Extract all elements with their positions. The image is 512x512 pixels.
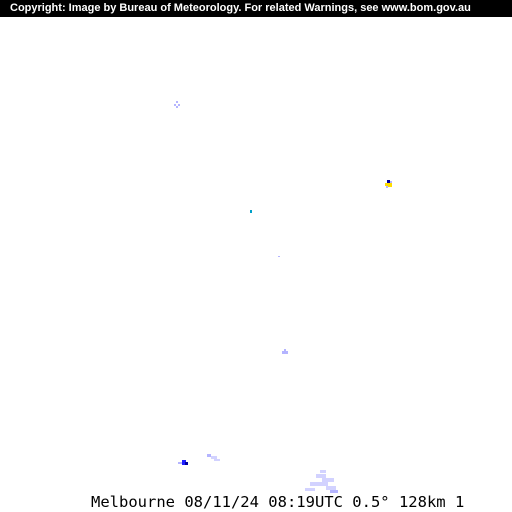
radar-echo-cluster-south xyxy=(207,454,220,461)
radar-echo-cluster-south-central xyxy=(282,349,288,354)
radar-echo-faint-center xyxy=(278,256,280,257)
radar-echo-cluster-southeast xyxy=(305,470,338,493)
radar-echo-cluster-northwest xyxy=(174,101,180,108)
copyright-banner: Copyright: Image by Bureau of Meteorolog… xyxy=(0,0,512,17)
radar-caption: Melbourne 08/11/24 08:19UTC 0.5° 128km 1 xyxy=(91,493,465,511)
radar-echo-cluster-southwest xyxy=(178,460,188,465)
radar-echo-cluster-east xyxy=(385,180,392,188)
radar-echo-cyan xyxy=(250,210,252,213)
